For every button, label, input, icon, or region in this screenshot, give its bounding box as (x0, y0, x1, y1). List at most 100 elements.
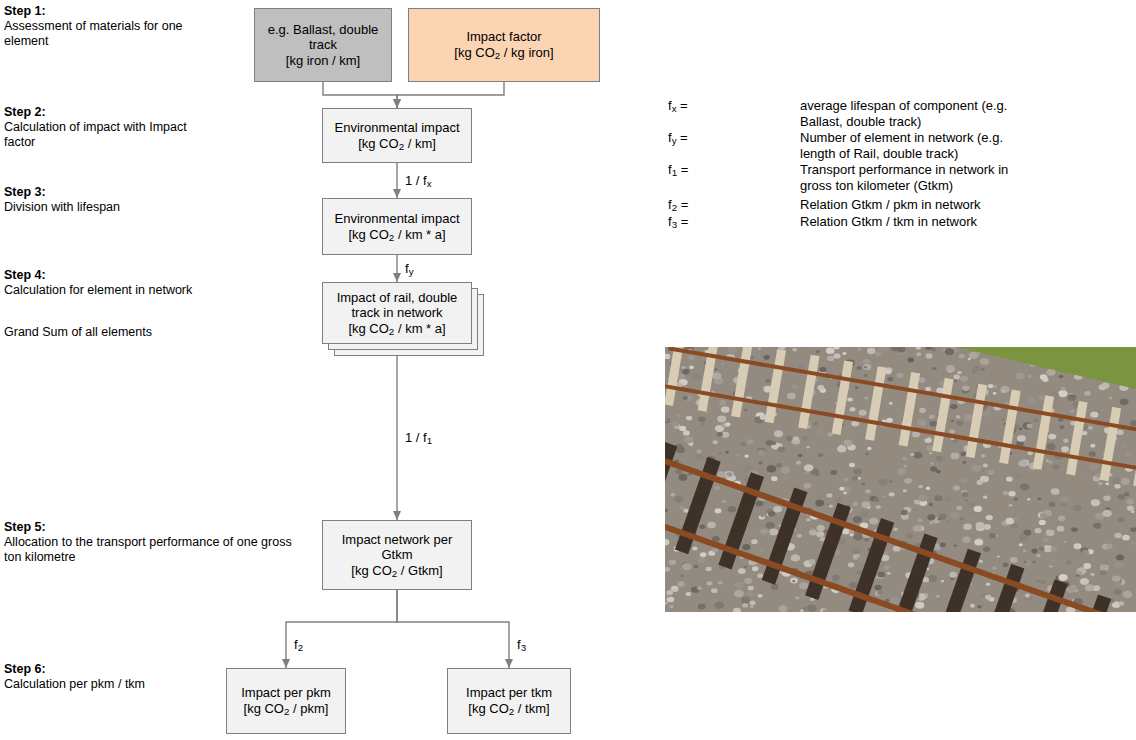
stone (744, 578, 752, 584)
stone (744, 409, 747, 412)
stone (835, 497, 842, 502)
box-title: Impact per tkm (466, 685, 552, 701)
stone (843, 556, 850, 561)
stone (792, 348, 797, 352)
sleeper (937, 379, 950, 452)
stone (716, 454, 726, 461)
stone (1023, 422, 1033, 429)
stone (932, 367, 936, 370)
stone (919, 408, 926, 413)
stone (752, 566, 759, 571)
stone (781, 466, 791, 473)
stone (747, 591, 753, 596)
flow-arrow (396, 356, 397, 520)
stone (852, 502, 858, 506)
subscript: 3 (521, 643, 526, 654)
stone (1024, 594, 1033, 601)
stone (807, 426, 811, 429)
stone (887, 377, 893, 381)
stone (968, 358, 971, 360)
stone (766, 522, 775, 529)
factor-label: fy (403, 261, 416, 277)
box-title: Environmental impact (335, 120, 460, 136)
box-title: Impact factor (466, 29, 541, 45)
stone (1067, 394, 1076, 401)
stone (715, 486, 720, 490)
stone (750, 605, 754, 608)
stone (1120, 478, 1130, 485)
stone (1114, 589, 1122, 595)
subscript: 1 (672, 167, 677, 178)
stone (827, 356, 834, 361)
subscript: 2 (298, 643, 303, 654)
stone (672, 586, 677, 590)
stone (910, 453, 915, 457)
sleeper (1004, 390, 1017, 463)
stone (1023, 550, 1027, 553)
subscript: 2 (284, 706, 289, 717)
stone (1038, 395, 1044, 399)
stone (669, 559, 676, 564)
stone (1027, 498, 1030, 500)
stone (1041, 580, 1046, 584)
stone (918, 378, 925, 383)
stone (803, 606, 808, 610)
step-label: Step 6: (4, 662, 204, 677)
stone (1114, 581, 1121, 586)
stone (1049, 502, 1056, 507)
stone (951, 453, 960, 460)
stone (791, 554, 801, 561)
stone (683, 509, 688, 513)
stone (1075, 574, 1079, 577)
stone (670, 547, 675, 550)
stone (949, 429, 955, 433)
stone (1126, 499, 1134, 505)
stone (971, 465, 981, 472)
stone (1091, 557, 1094, 559)
stone (1063, 541, 1067, 544)
stone (683, 430, 690, 435)
stone (1047, 443, 1056, 450)
stone (1098, 482, 1102, 485)
stone (683, 396, 688, 400)
stone (833, 347, 839, 349)
stone (1046, 459, 1049, 461)
stone (698, 604, 706, 610)
stone (714, 601, 724, 608)
stone (873, 498, 879, 502)
stone (1082, 550, 1089, 555)
stone (728, 347, 738, 353)
stone (1017, 435, 1026, 442)
process-box: Impact network per Gtkm[kg CO2 / Gtkm] (322, 520, 472, 590)
stone (1051, 546, 1058, 551)
stone (961, 478, 968, 483)
stone (1033, 418, 1038, 422)
stone (927, 514, 935, 520)
stone (958, 359, 963, 363)
stone (1085, 475, 1090, 479)
stone (857, 556, 866, 563)
stone (908, 358, 914, 363)
stone (774, 430, 783, 437)
stone (743, 566, 747, 569)
sleeper (836, 361, 849, 434)
stone (798, 454, 803, 458)
stone (1028, 372, 1032, 375)
box-title: Impact per pkm (241, 685, 331, 701)
stone (665, 539, 669, 545)
stone (1093, 523, 1101, 529)
stone (918, 485, 923, 489)
stone (665, 354, 670, 359)
sleeper (665, 444, 671, 536)
stone (1100, 570, 1107, 575)
stone (1119, 601, 1125, 605)
factor-definition: f3 = (668, 214, 768, 230)
stone (1036, 580, 1039, 582)
stone (738, 568, 746, 574)
step-label: Calculation for element in network (4, 283, 214, 298)
stone (940, 543, 946, 548)
stone (1031, 549, 1037, 554)
stone (833, 353, 840, 358)
unit-label: [kg CO2 / Gtkm] (351, 563, 442, 579)
subscript: 2 (495, 50, 500, 61)
